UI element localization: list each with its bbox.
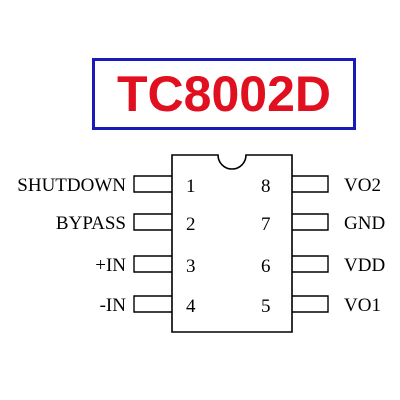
pin-number-5: 5 [261, 296, 271, 317]
pin-number-4: 4 [186, 296, 196, 317]
pin-label-7: GND [344, 213, 385, 234]
ic-body [171, 154, 293, 333]
pin-label-5: VO1 [344, 295, 381, 316]
pin-stub-8 [292, 175, 329, 193]
pin-stub-3 [133, 255, 172, 273]
pin-label-3: +IN [95, 255, 126, 276]
pin-number-1: 1 [186, 176, 196, 197]
pin-label-6: VDD [344, 255, 385, 276]
pin-label-1: SHUTDOWN [17, 175, 126, 196]
pin-number-7: 7 [261, 214, 271, 235]
pin-stub-1 [133, 175, 172, 193]
pin-number-3: 3 [186, 256, 196, 277]
part-number-title: TC8002D [117, 66, 331, 122]
part-number-box: TC8002D [92, 58, 356, 130]
pin-stub-4 [133, 295, 172, 313]
pin-stub-5 [292, 295, 329, 313]
pin-number-6: 6 [261, 256, 271, 277]
pin-label-4: -IN [100, 295, 127, 316]
pin-stub-7 [292, 213, 329, 231]
pin-stub-2 [133, 213, 172, 231]
pin-stub-6 [292, 255, 329, 273]
pin-number-2: 2 [186, 214, 196, 235]
pin-label-2: BYPASS [56, 213, 126, 234]
pin-number-8: 8 [261, 176, 271, 197]
pin-label-8: VO2 [344, 175, 381, 196]
